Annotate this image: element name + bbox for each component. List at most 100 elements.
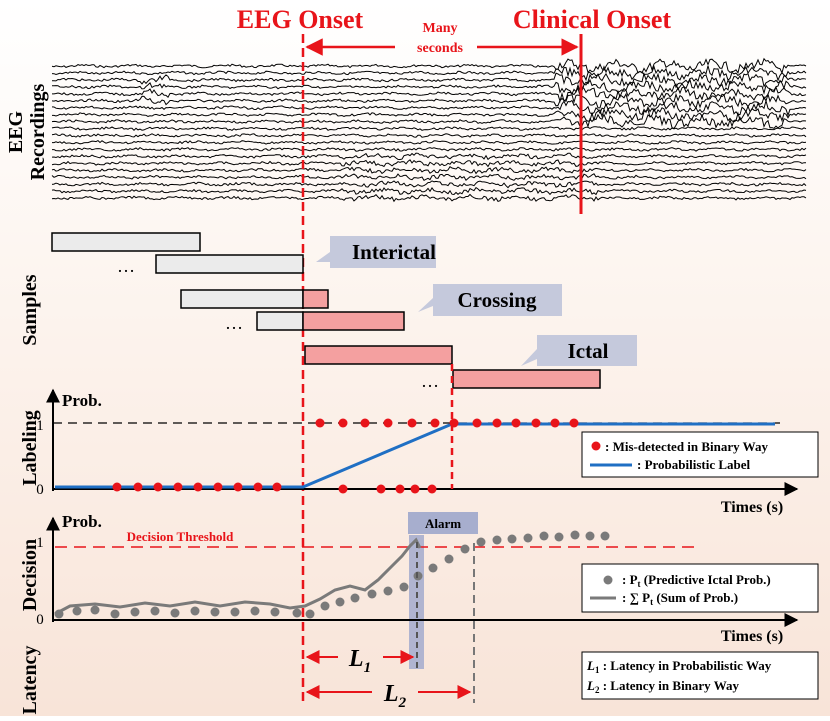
legend-pt-text: : Pt (Predictive Ictal Prob.) (622, 572, 771, 589)
eeg-trace (51, 92, 806, 110)
row-label-labeling: Labeling (19, 410, 41, 486)
row-label-decision: Decision (19, 539, 41, 611)
l2-label: L2 (383, 681, 407, 711)
ellipsis: … (421, 371, 439, 391)
labeling-panel: Prob. 1 0 Times (s) : Mis-detected in Bi… (36, 364, 819, 516)
sample-box-ictal (452, 369, 601, 389)
ellipsis: … (225, 313, 243, 333)
sum-prob-curve (54, 537, 422, 616)
misdetected-dot (427, 484, 437, 494)
misdetected-dot (395, 484, 405, 494)
misdetected-dot (193, 482, 203, 492)
eeg-trace (51, 98, 807, 117)
predictive-prob-dot (190, 606, 200, 616)
labeling-legend-box (581, 431, 819, 478)
misdetected-dot (383, 418, 393, 428)
many-seconds-line2: seconds (417, 41, 463, 56)
misdetected-dot (511, 418, 521, 428)
predictive-prob-dot (320, 601, 330, 611)
predictive-prob-dot (150, 606, 160, 616)
eeg-recordings (51, 57, 807, 203)
misdetected-dot (550, 418, 560, 428)
labeling-y-tick-0: 0 (36, 482, 44, 498)
legend-l1-text: L1 : Latency in Probabilistic Way (586, 658, 772, 675)
decision-y-tick-0: 0 (36, 612, 44, 628)
predictive-prob-dot (523, 533, 533, 543)
predictive-prob-dot (72, 606, 82, 616)
predictive-prob-dot (428, 563, 438, 573)
eeg-trace (51, 186, 807, 196)
predictive-prob-dot (130, 607, 140, 617)
eeg-trace (51, 152, 807, 161)
callout-interictal-label: Interictal (352, 240, 436, 264)
callout-ictal (521, 335, 637, 366)
sample-box-crossing-right (302, 289, 329, 309)
decision-legend-box (581, 563, 819, 613)
predictive-prob-dot (399, 582, 409, 592)
eeg-trace (51, 193, 807, 203)
legend-sum-text: : ∑ Pt (Sum of Prob.) (622, 590, 738, 607)
predictive-prob-dot (270, 607, 280, 617)
predictive-prob-dot (335, 597, 345, 607)
eeg-trace (51, 113, 807, 130)
callout-crossing (418, 284, 562, 316)
predictive-prob-dot (444, 554, 454, 564)
labeling-y-tick-1: 1 (36, 418, 44, 434)
eeg-trace (52, 139, 807, 145)
labeling-x-label: Times (s) (721, 499, 783, 516)
row-label-latency: Latency (19, 646, 41, 715)
predictive-prob-dot (170, 608, 180, 618)
eeg-trace (51, 159, 807, 168)
latency-section: L1 L2 L1 : Latency in Probabilistic Way … (305, 646, 819, 711)
misdetected-dot (153, 482, 163, 492)
sample-box-crossing-left (180, 289, 304, 309)
sample-box-ictal (304, 345, 453, 365)
misdetected-dot (112, 482, 122, 492)
predictive-prob-dot (250, 606, 260, 616)
misdetected-dot (449, 418, 459, 428)
misdetected-dot (360, 418, 370, 428)
eeg-trace (51, 57, 807, 75)
predictive-prob-dot (54, 609, 64, 619)
predictive-prob-dot (292, 608, 302, 618)
misdetected-dot (338, 418, 348, 428)
misdetected-dot (272, 482, 282, 492)
row-label-eeg-line2: Recordings (27, 83, 49, 180)
callout-crossing-label: Crossing (458, 288, 537, 312)
misdetected-dot (173, 482, 183, 492)
sample-box-crossing-left (256, 311, 304, 331)
misdetected-dot (410, 484, 420, 494)
predictive-prob-dot (305, 609, 315, 619)
predictive-prob-dot (110, 609, 120, 619)
row-label-samples: Samples (19, 274, 41, 345)
predictive-prob-dot (492, 535, 502, 545)
decision-x-label: Times (s) (721, 628, 783, 645)
row-label-eeg-line1: EEG (5, 110, 27, 153)
eeg-trace (51, 65, 807, 82)
eeg-trace (51, 126, 807, 132)
misdetected-dot (233, 482, 243, 492)
eeg-trace (52, 85, 807, 104)
eeg-trace (51, 173, 807, 181)
predictive-prob-dot (585, 531, 595, 541)
eeg-trace (51, 71, 807, 89)
predictive-prob-dot (570, 530, 580, 540)
samples-section: … … … Interictal Crossing Ictal (51, 232, 637, 391)
labeling-y-label: Prob. (62, 391, 102, 410)
alarm-label: Alarm (425, 516, 461, 531)
legend-gray-dot (603, 575, 613, 585)
misdetected-dot (133, 482, 143, 492)
l1-label: L1 (348, 646, 371, 676)
decision-panel: Alarm Prob. 1 0 Decision Threshold Times… (36, 512, 819, 703)
misdetected-dot (213, 482, 223, 492)
misdetected-dot (569, 418, 579, 428)
sample-box-crossing-right (302, 311, 405, 331)
callout-interictal (316, 236, 436, 268)
eeg-trace (51, 133, 807, 138)
many-seconds-line1: Many (423, 21, 458, 36)
legend-misdetected-text: : Mis-detected in Binary Way (605, 439, 768, 454)
predictive-prob-dot (554, 532, 564, 542)
callout-ictal-label: Ictal (568, 339, 609, 363)
